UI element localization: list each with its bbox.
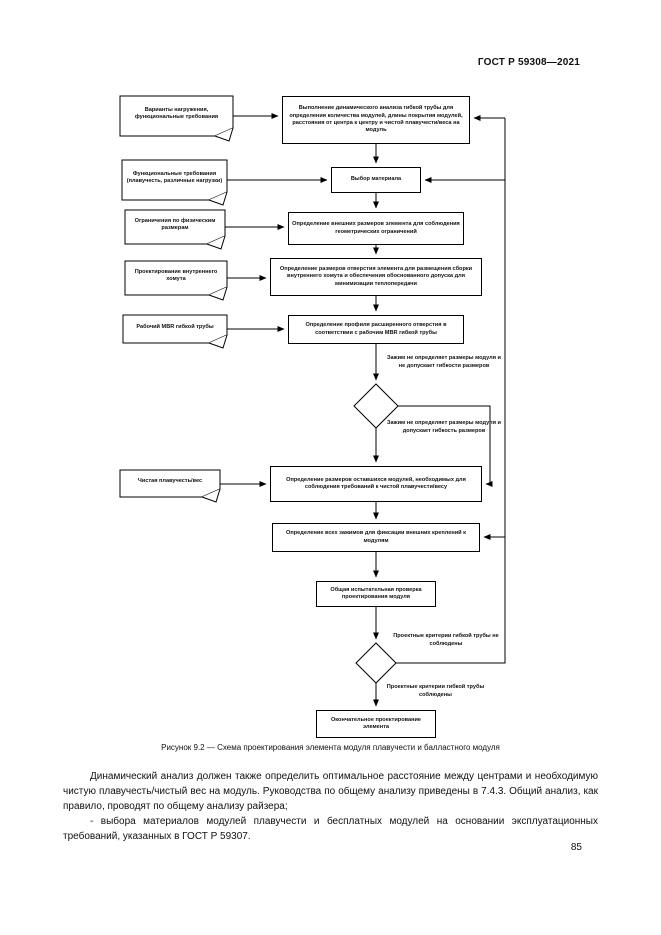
paragraph-material-selection-item: - выбора материалов модулей плавучести и… bbox=[63, 816, 598, 842]
flow-connectors bbox=[220, 113, 506, 707]
figure-caption: Рисунок 9.2 — Схема проектирования элеме… bbox=[161, 743, 500, 752]
label-criteria-met: Проектные критерии гибкой трубы соблюден… bbox=[386, 684, 485, 698]
clamp-branch-line bbox=[398, 405, 493, 487]
page-header: ГОСТ Р 59308—2021 bbox=[477, 57, 580, 68]
process-bore-profile: Определение профиля расширенного отверст… bbox=[288, 315, 464, 344]
body-text: Динамический анализ должен также определ… bbox=[63, 769, 598, 844]
process-design-verification: Общая испытательная проверка проектирова… bbox=[316, 581, 436, 607]
page-number: 85 bbox=[570, 842, 582, 853]
process-fixing-clamps: Определение всех зажимов для фиксации вн… bbox=[272, 523, 480, 552]
process-remaining-module-sizes: Определение размеров оставшихся модулей,… bbox=[270, 466, 482, 502]
paragraph-dynamic-analysis: Динамический анализ должен также определ… bbox=[63, 771, 598, 812]
process-outer-dimensions: Определение внешних размеров элемента дл… bbox=[288, 212, 464, 245]
decision-clamp-diamond bbox=[353, 383, 399, 429]
process-bore-dimensions: Определение размеров отверстия элемента … bbox=[270, 258, 482, 296]
doc-input-load-variants: Варианты нагружения, функциональные треб… bbox=[134, 106, 219, 120]
process-material-selection: Выбор материала bbox=[331, 167, 421, 193]
doc-input-physical-limits: Ограничения по физическим размерам bbox=[134, 217, 216, 231]
doc-input-internal-clamp-design: Проектирование внутреннего хомута bbox=[134, 268, 218, 282]
doc-input-net-buoyancy: Чистая плавучесть/вес bbox=[137, 478, 203, 485]
doc-input-functional-requirements: Функциональные требования (плавучесть, р… bbox=[126, 170, 223, 184]
doc-input-working-mbr: Рабочий MBR гибкой трубы bbox=[136, 323, 214, 330]
label-clamp-flexibility: Зажим не определяет размеры модуля и доп… bbox=[387, 420, 501, 434]
flow-shapes bbox=[119, 95, 399, 684]
process-final-design: Окончательное проектирование элемента bbox=[316, 710, 436, 738]
label-criteria-not-met: Проектные критерии гибкой трубы не соблю… bbox=[393, 633, 499, 647]
decision-criteria-diamond bbox=[355, 642, 397, 684]
feedback-line bbox=[396, 118, 506, 664]
label-clamp-no-flexibility: Зажим не определяет размеры модуля и не … bbox=[387, 355, 501, 369]
process-dynamic-analysis: Выполнение динамического анализа гибкой … bbox=[282, 96, 470, 144]
